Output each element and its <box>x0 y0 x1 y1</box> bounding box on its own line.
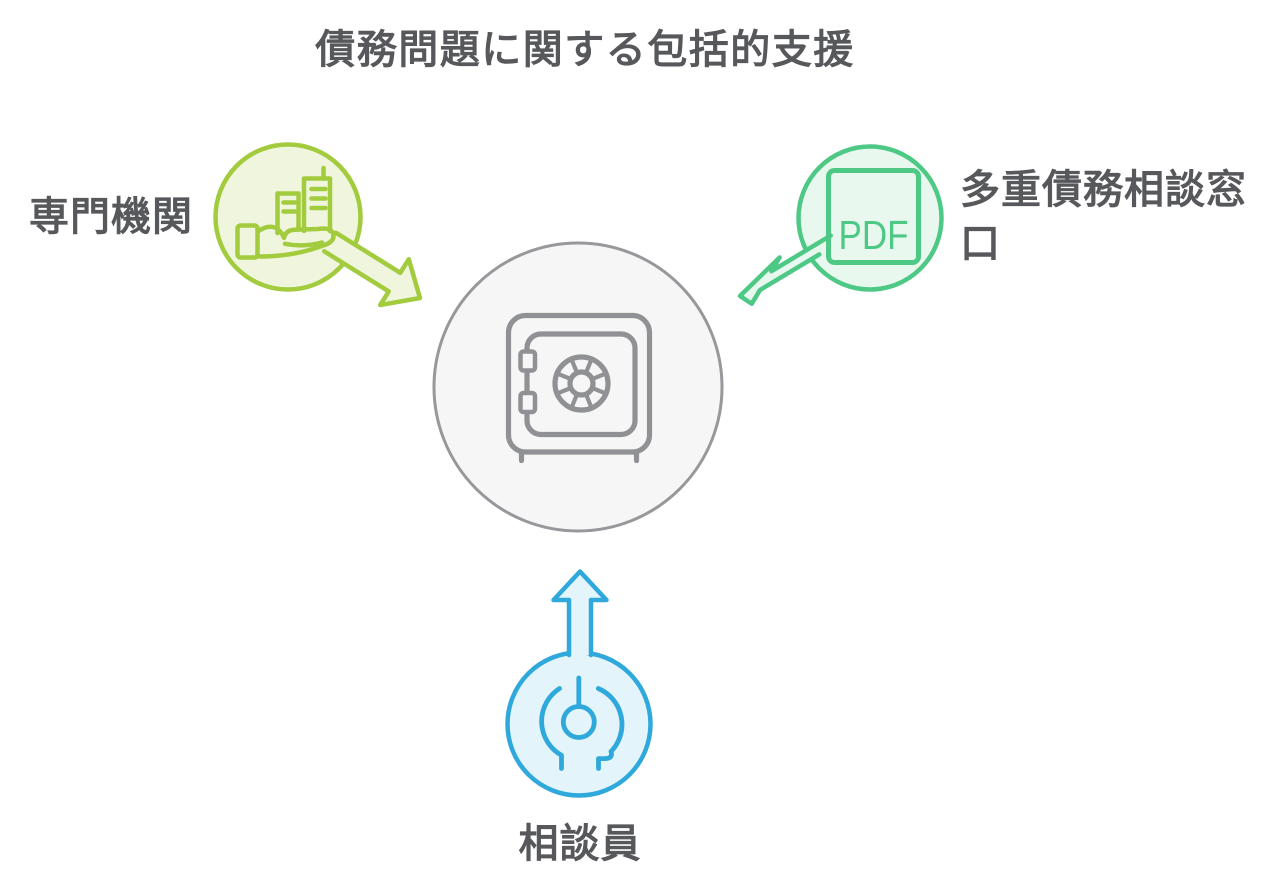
safe-dial-outer <box>552 354 611 413</box>
counseling-desk-circle <box>796 144 944 292</box>
label-counselor: 相談員 <box>518 822 642 866</box>
safe-dial-inner <box>567 369 596 398</box>
pdf-badge-text: PDF <box>839 212 909 258</box>
node-multi-debt-counseling-desk: PDF <box>737 144 944 306</box>
label-specialized-agency: 専門機関 <box>29 195 193 239</box>
safe-dial-spokes <box>554 356 609 411</box>
counselor-circle <box>505 650 653 798</box>
label-multi-debt-counseling-desk: 多重債務相談窓口 <box>960 168 1247 266</box>
specialized-agency-circle <box>213 142 363 292</box>
safe-hinge-top <box>518 349 538 373</box>
node-specialized-agency <box>213 142 423 308</box>
arrow-counselor-to-center <box>551 569 609 658</box>
pdf-document-icon: PDF <box>826 168 921 265</box>
center-circle <box>432 241 724 533</box>
node-counselor <box>505 569 653 798</box>
counselor-headset-icon <box>539 675 625 771</box>
safe-vault-icon <box>505 312 653 464</box>
node-center-vault <box>432 241 724 533</box>
arrow-specialized-agency-to-center <box>321 230 423 308</box>
diagram-title: 債務問題に関する包括的支援 <box>315 28 855 72</box>
hand-holding-buildings-icon <box>235 165 336 260</box>
arrow-counseling-desk-to-center <box>737 233 833 306</box>
safe-hinge-bottom <box>518 390 538 415</box>
